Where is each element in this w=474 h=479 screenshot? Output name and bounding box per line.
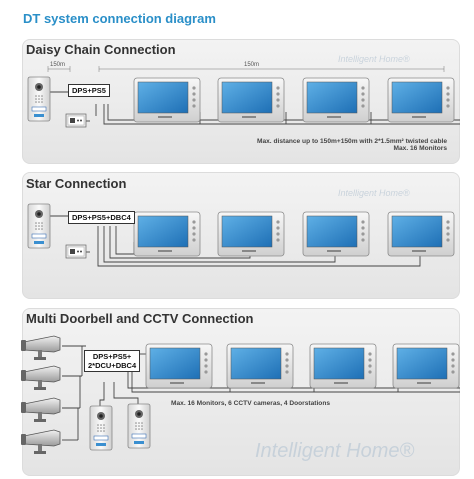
multi-monitors [145,343,460,389]
star-monitor-4 [387,211,455,257]
multi-title: Multi Doorbell and CCTV Connection [26,311,254,326]
watermark-logo-3: Intelligent Home® [255,440,415,462]
daisy-chain-title: Daisy Chain Connection [26,42,176,57]
watermark-logo-1: Intelligent Home® [338,54,410,64]
star-monitor-3 [302,211,370,257]
watermark-text: Intelligent Home [255,440,400,462]
star-power-box: DPS+PS5+DBC4 [68,211,135,224]
cctv-camera-2 [20,365,61,391]
daisy-monitors [133,77,455,123]
daisy-dimension-lines [47,66,445,72]
daisy-doorstation [27,76,51,122]
multi-monitor-1 [145,343,213,389]
star-title: Star Connection [26,176,127,191]
watermark-text: Intelligent Home [338,188,404,198]
multi-power-box-line1: DPS+PS5+ [92,352,132,361]
watermark-logo-2: Intelligent Home® [338,188,410,198]
star-monitors [133,211,455,257]
daisy-monitor-2 [217,77,285,123]
star-monitor-2 [217,211,285,257]
daisy-note-line1: Max. distance up to 150m+150m with 2*1.5… [256,138,447,145]
multi-power-box-line2: 2*DCU+DBC4 [88,361,137,370]
cctv-camera-3 [20,397,61,423]
watermark-text: Intelligent Home [338,54,404,64]
star-doorstation [27,203,51,249]
daisy-power-box: DPS+PS5 [68,84,110,97]
multi-doorstation-1 [89,405,113,451]
multi-monitor-2 [226,343,294,389]
cctv-camera-1 [20,335,61,361]
daisy-doorbell-unit [65,113,87,128]
daisy-note-line2: Max. 16 Monitors [393,145,448,152]
cctv-camera-4 [20,429,61,455]
star-doorbell-unit [65,244,87,259]
daisy-note: Max. distance up to 150m+150m with 2*1.5… [127,138,447,152]
cctv-cameras [20,335,61,455]
daisy-monitor-4 [387,77,455,123]
star-monitor-1 [133,211,201,257]
multi-wires [62,345,460,441]
multi-monitor-4 [392,343,460,389]
daisy-distance-long: 150m [244,62,260,68]
daisy-distance-short: 150m [50,62,66,68]
daisy-monitor-3 [302,77,370,123]
multi-note: Max. 16 Monitors, 6 CCTV cameras, 4 Door… [171,400,331,407]
multi-monitor-3 [309,343,377,389]
daisy-monitor-1 [133,77,201,123]
multi-power-box: DPS+PS5+ 2*DCU+DBC4 [84,350,141,372]
multi-doorstation-2 [127,403,151,449]
diagram-title: DT system connection diagram [23,11,216,26]
